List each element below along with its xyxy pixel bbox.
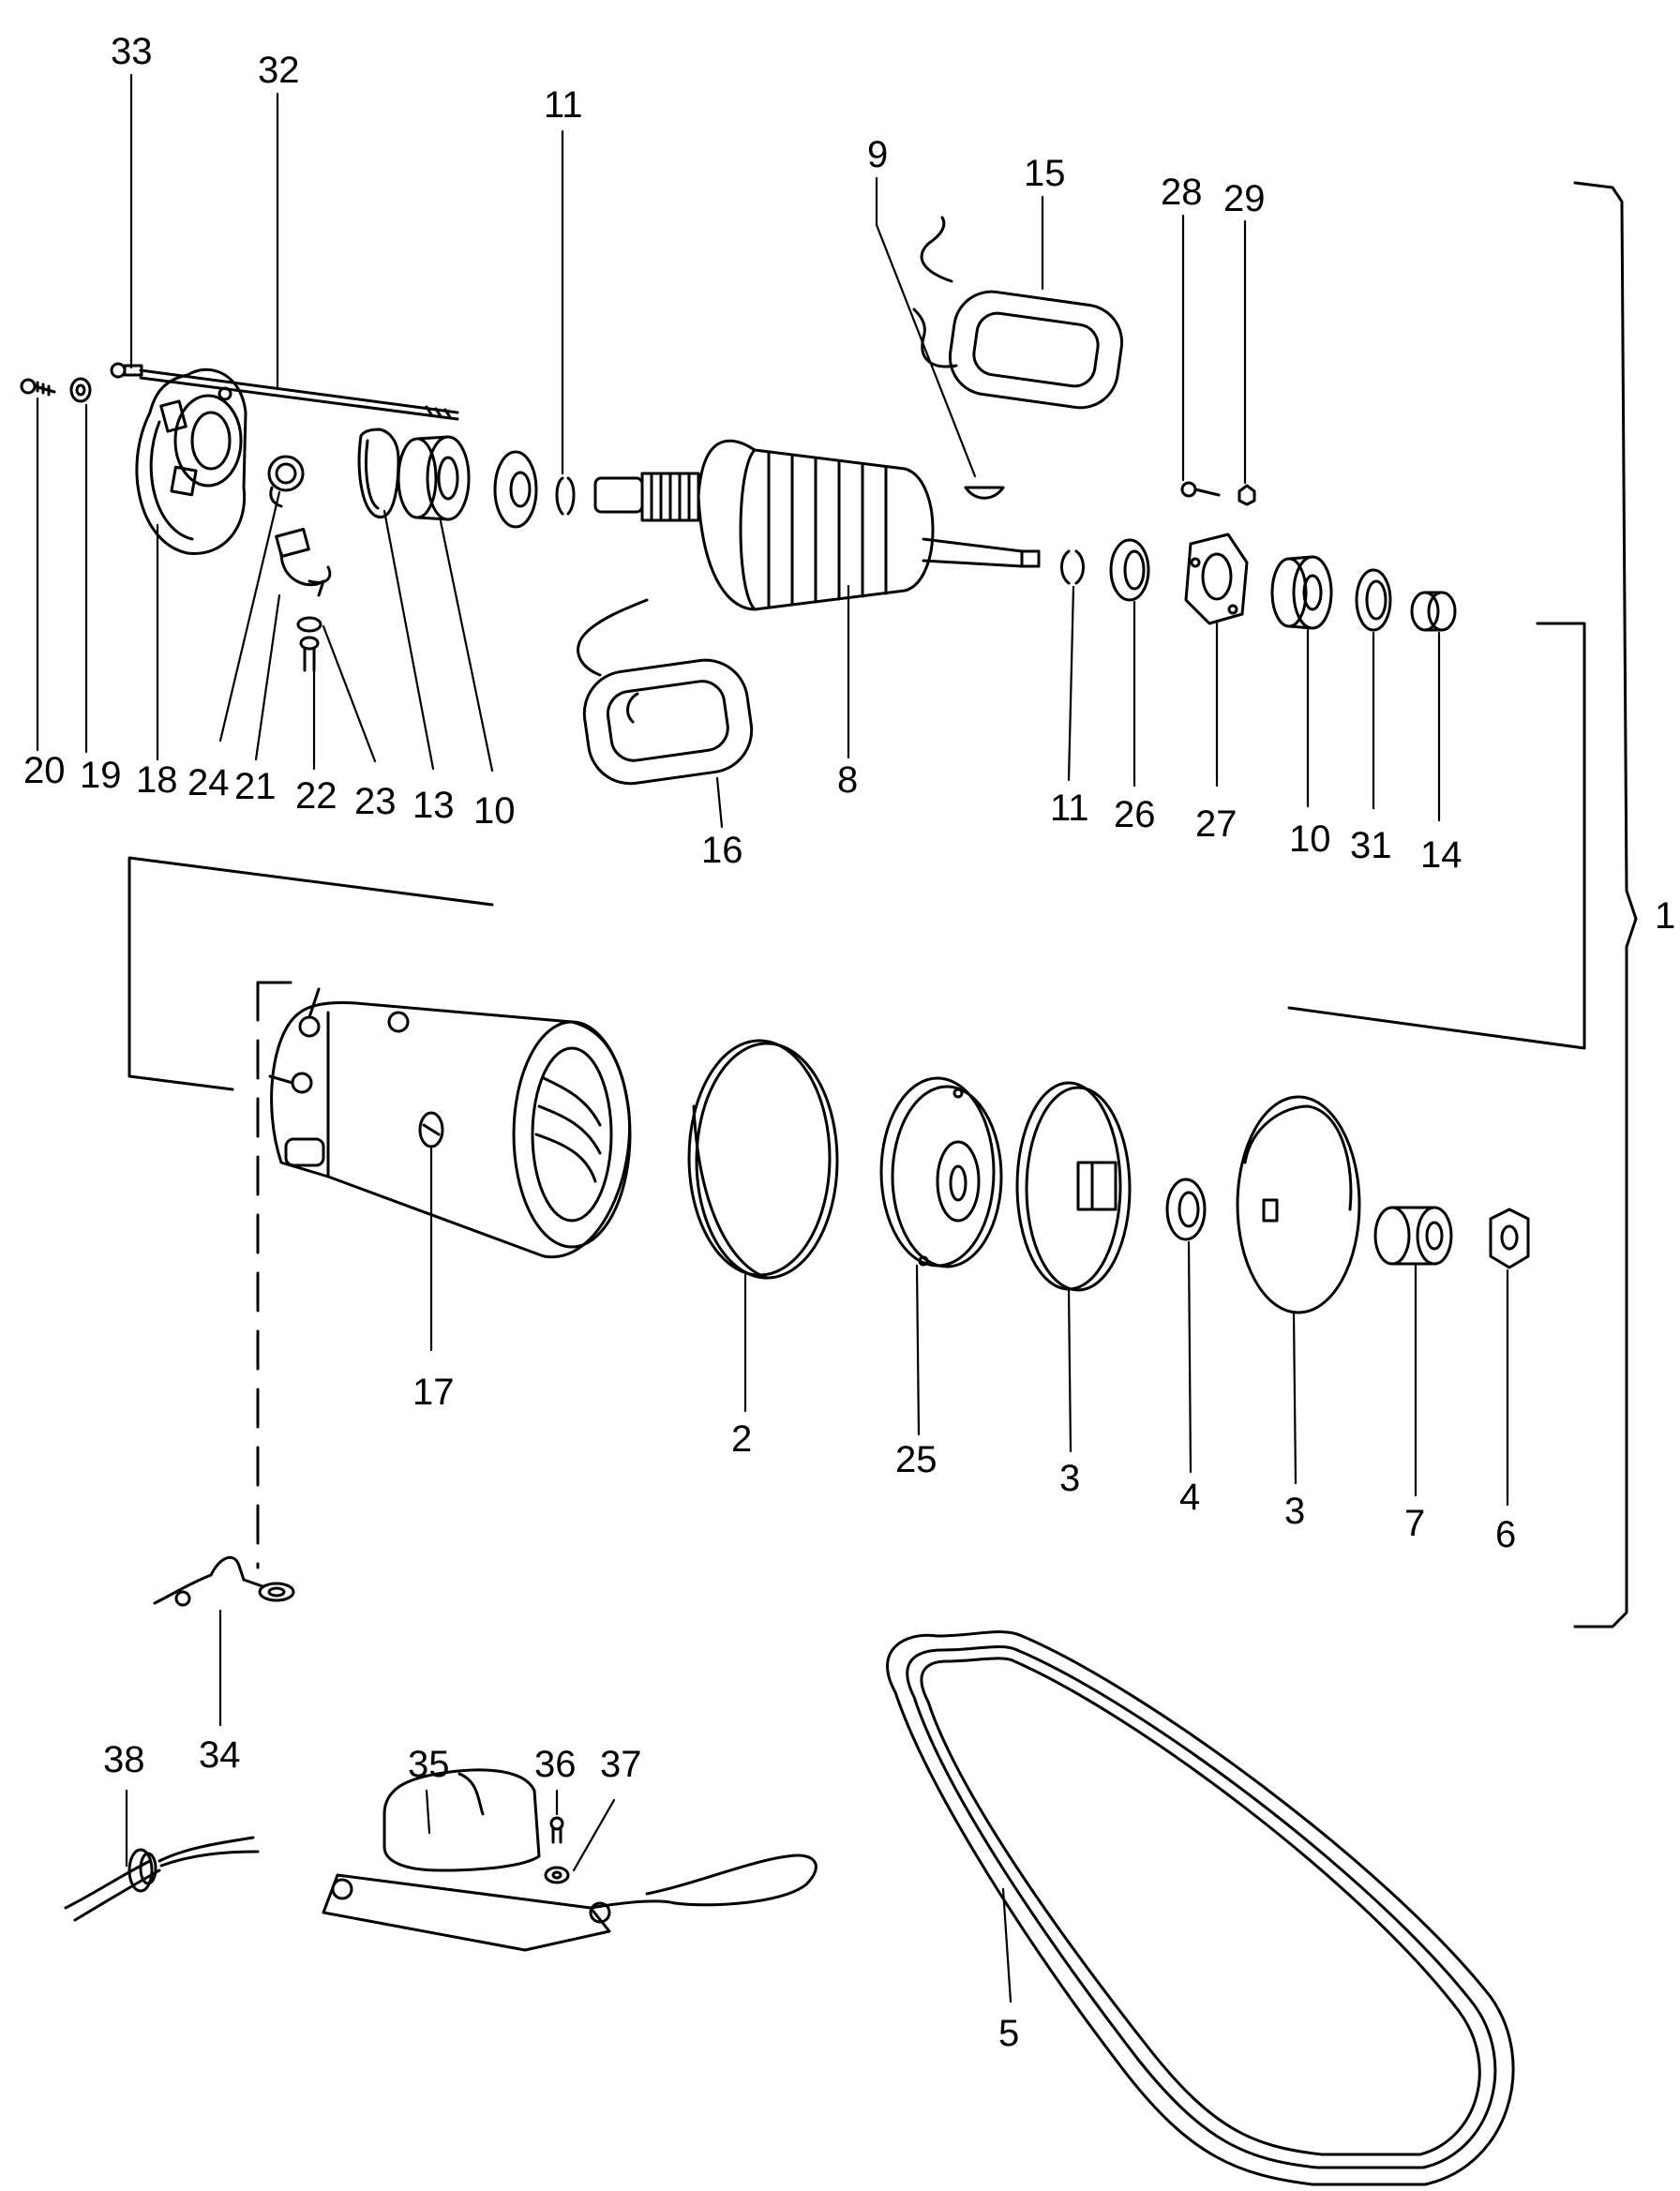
callout-11-right: 11 <box>1050 788 1089 829</box>
callout-26: 26 <box>1114 794 1156 835</box>
part-6-nut <box>1491 1209 1528 1268</box>
part-25-pulley-hub <box>881 1078 1001 1267</box>
part-20-screw <box>22 380 54 395</box>
callout-5: 5 <box>998 2013 1019 2054</box>
part-4-spacer <box>1167 1179 1205 1239</box>
part-29-nut <box>1239 486 1254 504</box>
leader-lines <box>36 73 1509 2003</box>
callout-8: 8 <box>837 759 858 801</box>
callout-3: 3 <box>1059 1458 1080 1499</box>
callout-1: 1 <box>1655 895 1675 937</box>
part-36-screw <box>551 1818 562 1842</box>
part-3-pulley-half <box>1017 1083 1130 1290</box>
callout-10-right: 10 <box>1289 818 1331 860</box>
part-35-voltage-regulator <box>323 1770 816 1950</box>
callout-11: 11 <box>544 84 583 126</box>
part-10-ball-bearing-right <box>1272 557 1331 628</box>
callout-20: 20 <box>23 750 66 791</box>
part-11-snap-ring-right <box>1062 551 1084 583</box>
callout-9: 9 <box>867 134 888 175</box>
callout-35: 35 <box>408 1744 450 1785</box>
part-27-bearing-plate <box>1186 534 1247 623</box>
part-13-gasket <box>359 429 398 518</box>
callout-37: 37 <box>600 1744 642 1785</box>
part-14-sleeve <box>1412 593 1455 630</box>
part-34-cable-lug <box>155 1557 293 1605</box>
part-26-spacer <box>1111 540 1148 600</box>
callout-23: 23 <box>354 781 397 822</box>
part-37-washer <box>546 1868 568 1883</box>
callout-27: 27 <box>1195 803 1238 845</box>
part-8-armature <box>595 441 1039 609</box>
part-2-cover-band <box>689 1041 837 1278</box>
callout-13: 13 <box>412 785 455 826</box>
part-7-spacer <box>1375 1208 1451 1264</box>
callout-14: 14 <box>1420 834 1462 876</box>
callout-24: 24 <box>188 762 230 803</box>
callout-15: 15 <box>1024 153 1066 194</box>
callout-36: 36 <box>534 1744 577 1785</box>
part-21-brush <box>277 529 330 595</box>
part-15-field-coil <box>914 218 1127 413</box>
part-32-tie-rod <box>141 370 458 419</box>
part-31-seal-ring <box>1357 570 1390 630</box>
part-3-pulley-half-right <box>1238 1097 1359 1313</box>
part-17-generator-housing <box>270 989 630 1257</box>
callout-31: 31 <box>1350 825 1392 866</box>
part-38-grommet <box>66 1838 258 1920</box>
part-5-v-belt <box>888 1632 1514 2184</box>
part-18-end-plate <box>137 369 246 553</box>
callout-18: 18 <box>136 759 178 801</box>
part-16-field-coil <box>578 600 758 789</box>
callout-6: 6 <box>1495 1514 1516 1555</box>
part-11-snap-ring <box>557 478 574 514</box>
part-33-screw <box>112 364 142 377</box>
part-washer-left <box>495 452 536 527</box>
part-9-woodruff-key <box>966 488 1003 498</box>
callout-10: 10 <box>473 790 516 832</box>
part-10-ball-bearing <box>398 437 469 519</box>
part-23-washer <box>298 618 321 631</box>
callout-34: 34 <box>199 1734 241 1776</box>
callout-25: 25 <box>895 1439 938 1480</box>
callout-21: 21 <box>234 766 277 807</box>
callout-19: 19 <box>80 755 122 796</box>
callout-33: 33 <box>111 31 153 72</box>
callout-28: 28 <box>1161 172 1203 213</box>
callout-17: 17 <box>412 1372 455 1413</box>
callout-7: 7 <box>1404 1503 1425 1544</box>
callout-32: 32 <box>258 50 300 91</box>
part-24-spring <box>269 457 303 506</box>
part-22-screw <box>301 638 318 670</box>
callout-38: 38 <box>103 1739 145 1780</box>
assembly-bracket-lines <box>128 181 1638 1628</box>
callout-4: 4 <box>1179 1477 1200 1518</box>
callout-3-right: 3 <box>1284 1491 1305 1532</box>
callout-labels: 33 32 11 9 15 28 29 20 19 18 24 21 22 23… <box>23 31 1675 2054</box>
part-28-screw <box>1182 483 1219 496</box>
part-19-washer <box>71 379 90 401</box>
callout-22: 22 <box>295 775 338 817</box>
callout-16: 16 <box>701 830 743 871</box>
callout-2: 2 <box>731 1418 752 1460</box>
callout-29: 29 <box>1223 178 1266 219</box>
